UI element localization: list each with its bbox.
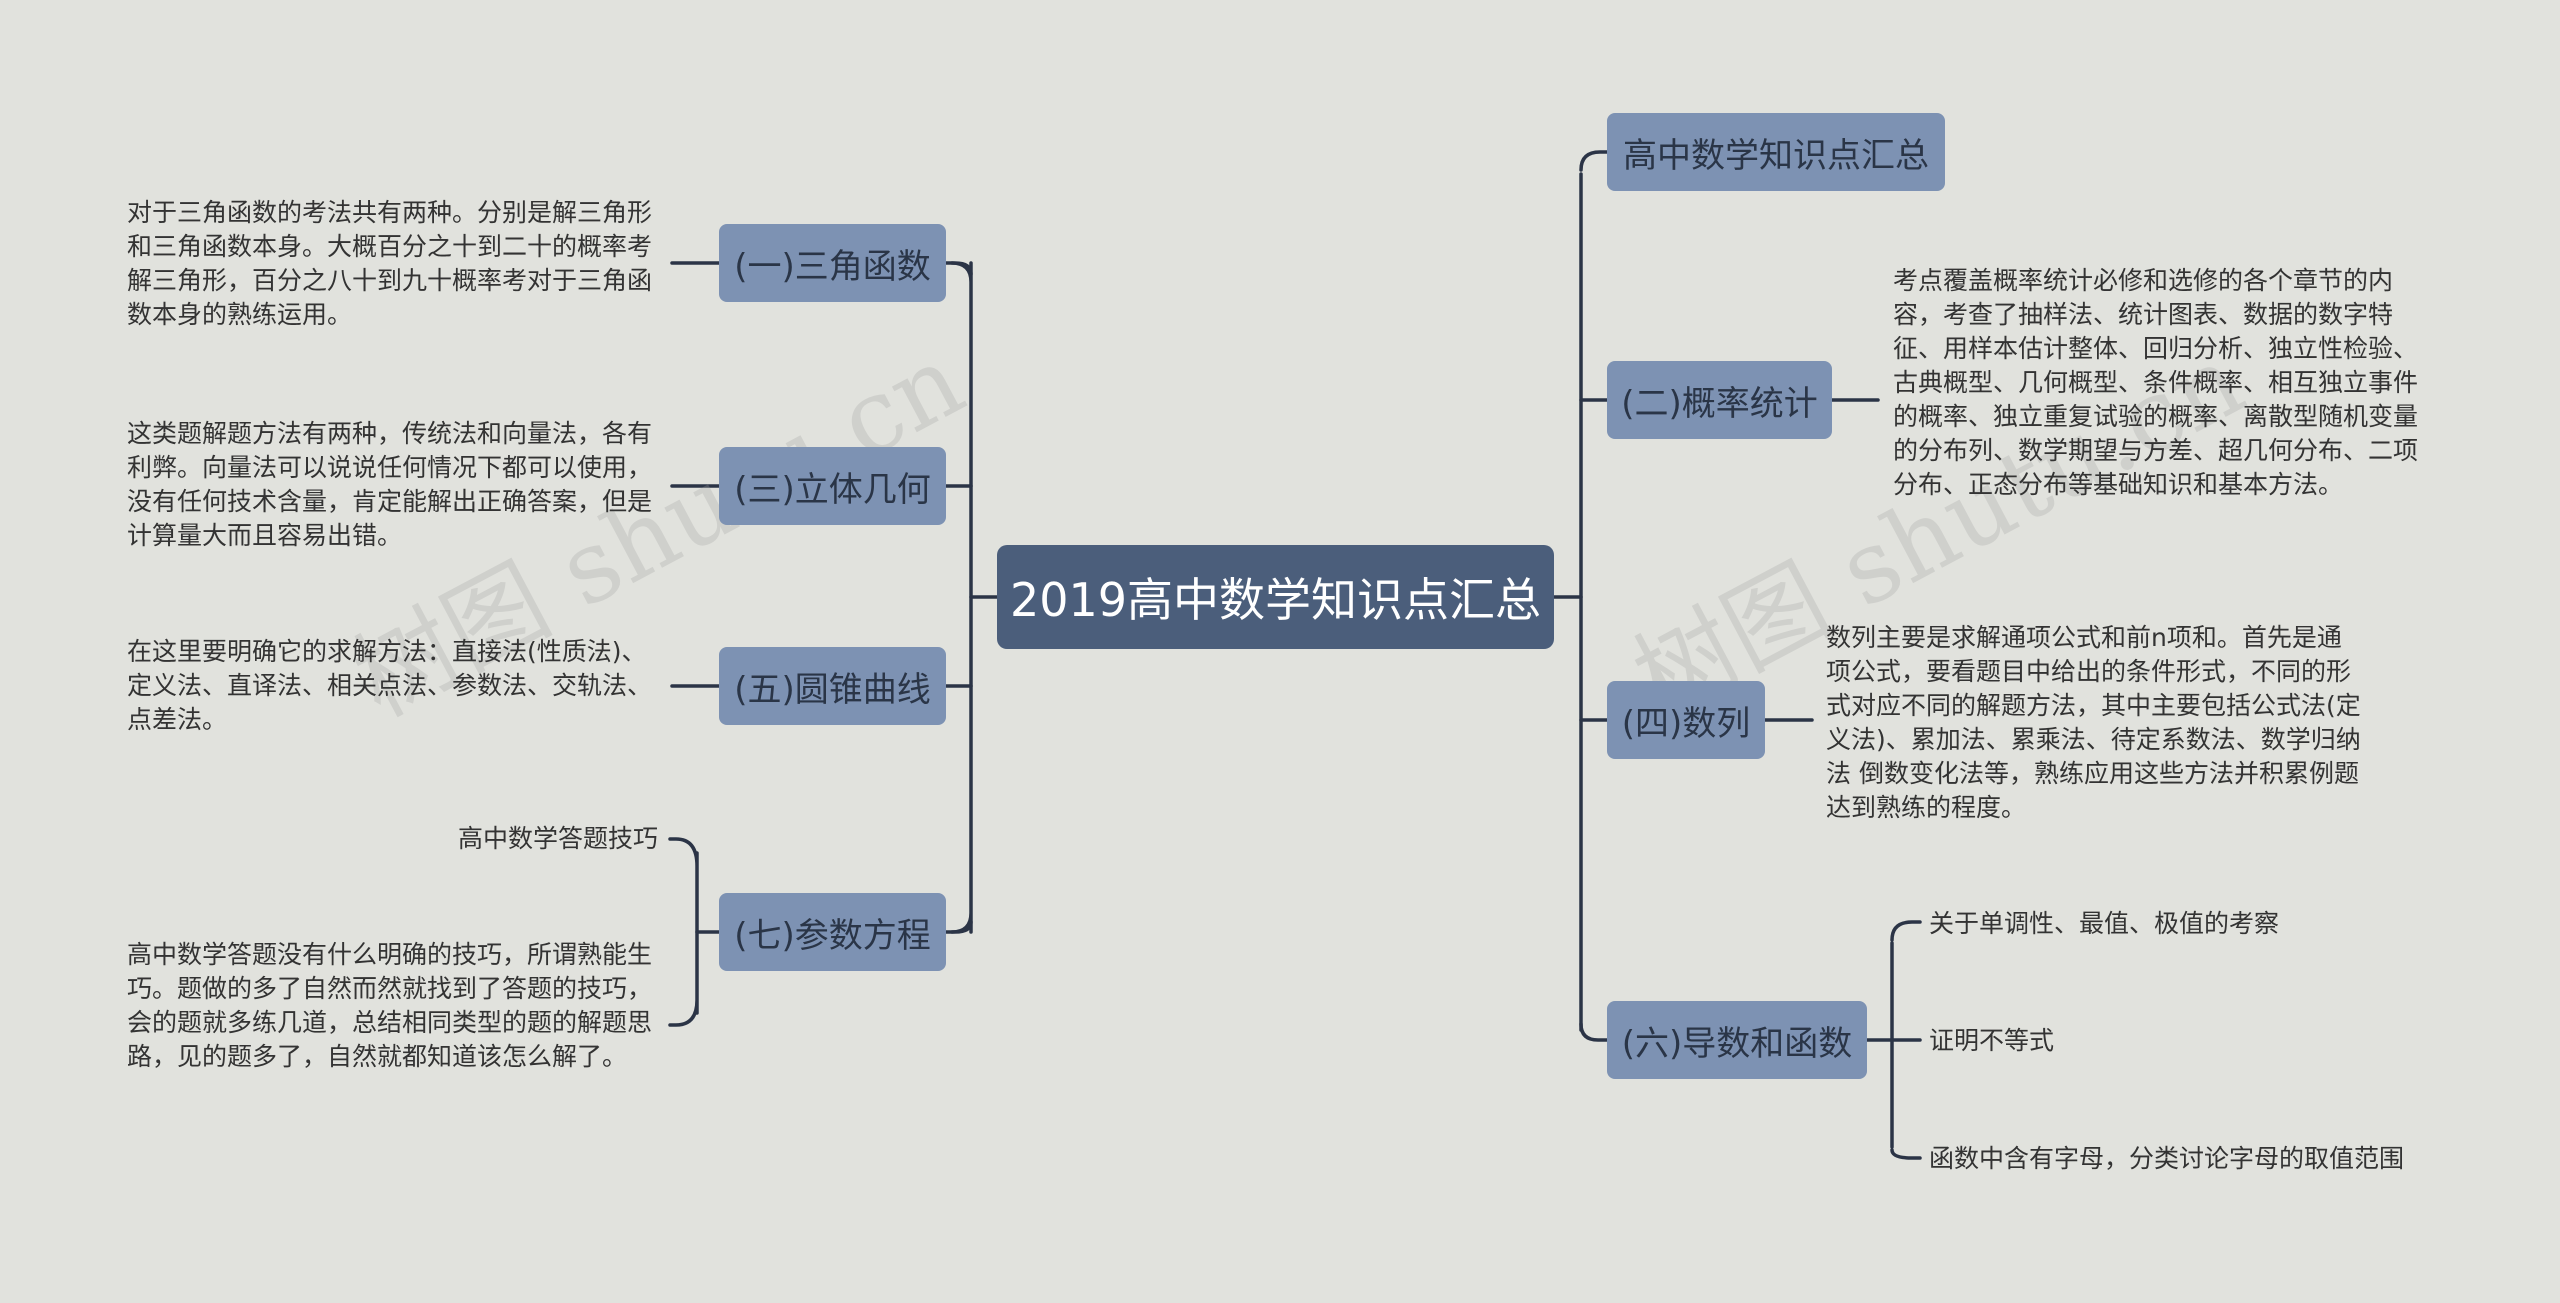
branch-trigonometry[interactable]: (一)三角函数	[719, 224, 946, 302]
detail-solid-geometry: 这类题解题方法有两种，传统法和向量法，各有利弊。向量法可以说说任何情况下都可以使…	[127, 419, 653, 550]
detail-sequences: 数列主要是求解通项公式和前n项和。首先是通项公式，要看题目中给出的条件形式，不同…	[1826, 623, 2361, 822]
detail-inequality-proof: 证明不等式	[1929, 1026, 2055, 1055]
branch-probability-statistics[interactable]: (二)概率统计	[1607, 361, 1832, 439]
detail-answer-tips-title: 高中数学答题技巧	[457, 824, 658, 853]
detail-monotonicity: 关于单调性、最值、极值的考察	[1929, 909, 2280, 938]
detail-trigonometry: 对于三角函数的考法共有两种。分别是解三角形和三角函数本身。大概百分之十到二十的概…	[127, 198, 653, 329]
branch-summary[interactable]: 高中数学知识点汇总	[1607, 113, 1945, 191]
branch-conic-sections[interactable]: (五)圆锥曲线	[719, 647, 946, 725]
root-node[interactable]: 2019高中数学知识点汇总	[997, 545, 1554, 649]
branch-parametric-equations[interactable]: (七)参数方程	[719, 893, 946, 971]
branch-solid-geometry[interactable]: (三)立体几何	[719, 447, 946, 525]
detail-probability-statistics: 考点覆盖概率统计必修和选修的各个章节的内容，考查了抽样法、统计图表、数据的数字特…	[1893, 266, 2419, 499]
detail-answer-tips: 高中数学答题没有什么明确的技巧，所谓熟能生巧。题做的多了自然而然就找到了答题的技…	[127, 940, 653, 1071]
detail-conic-sections: 在这里要明确它的求解方法：直接法(性质法)、定义法、直译法、相关点法、参数法、交…	[127, 637, 653, 734]
branch-derivatives-functions[interactable]: (六)导数和函数	[1607, 1001, 1867, 1079]
detail-parameter-discussion: 函数中含有字母，分类讨论字母的取值范围	[1929, 1144, 2405, 1173]
branch-sequences[interactable]: (四)数列	[1607, 681, 1765, 759]
